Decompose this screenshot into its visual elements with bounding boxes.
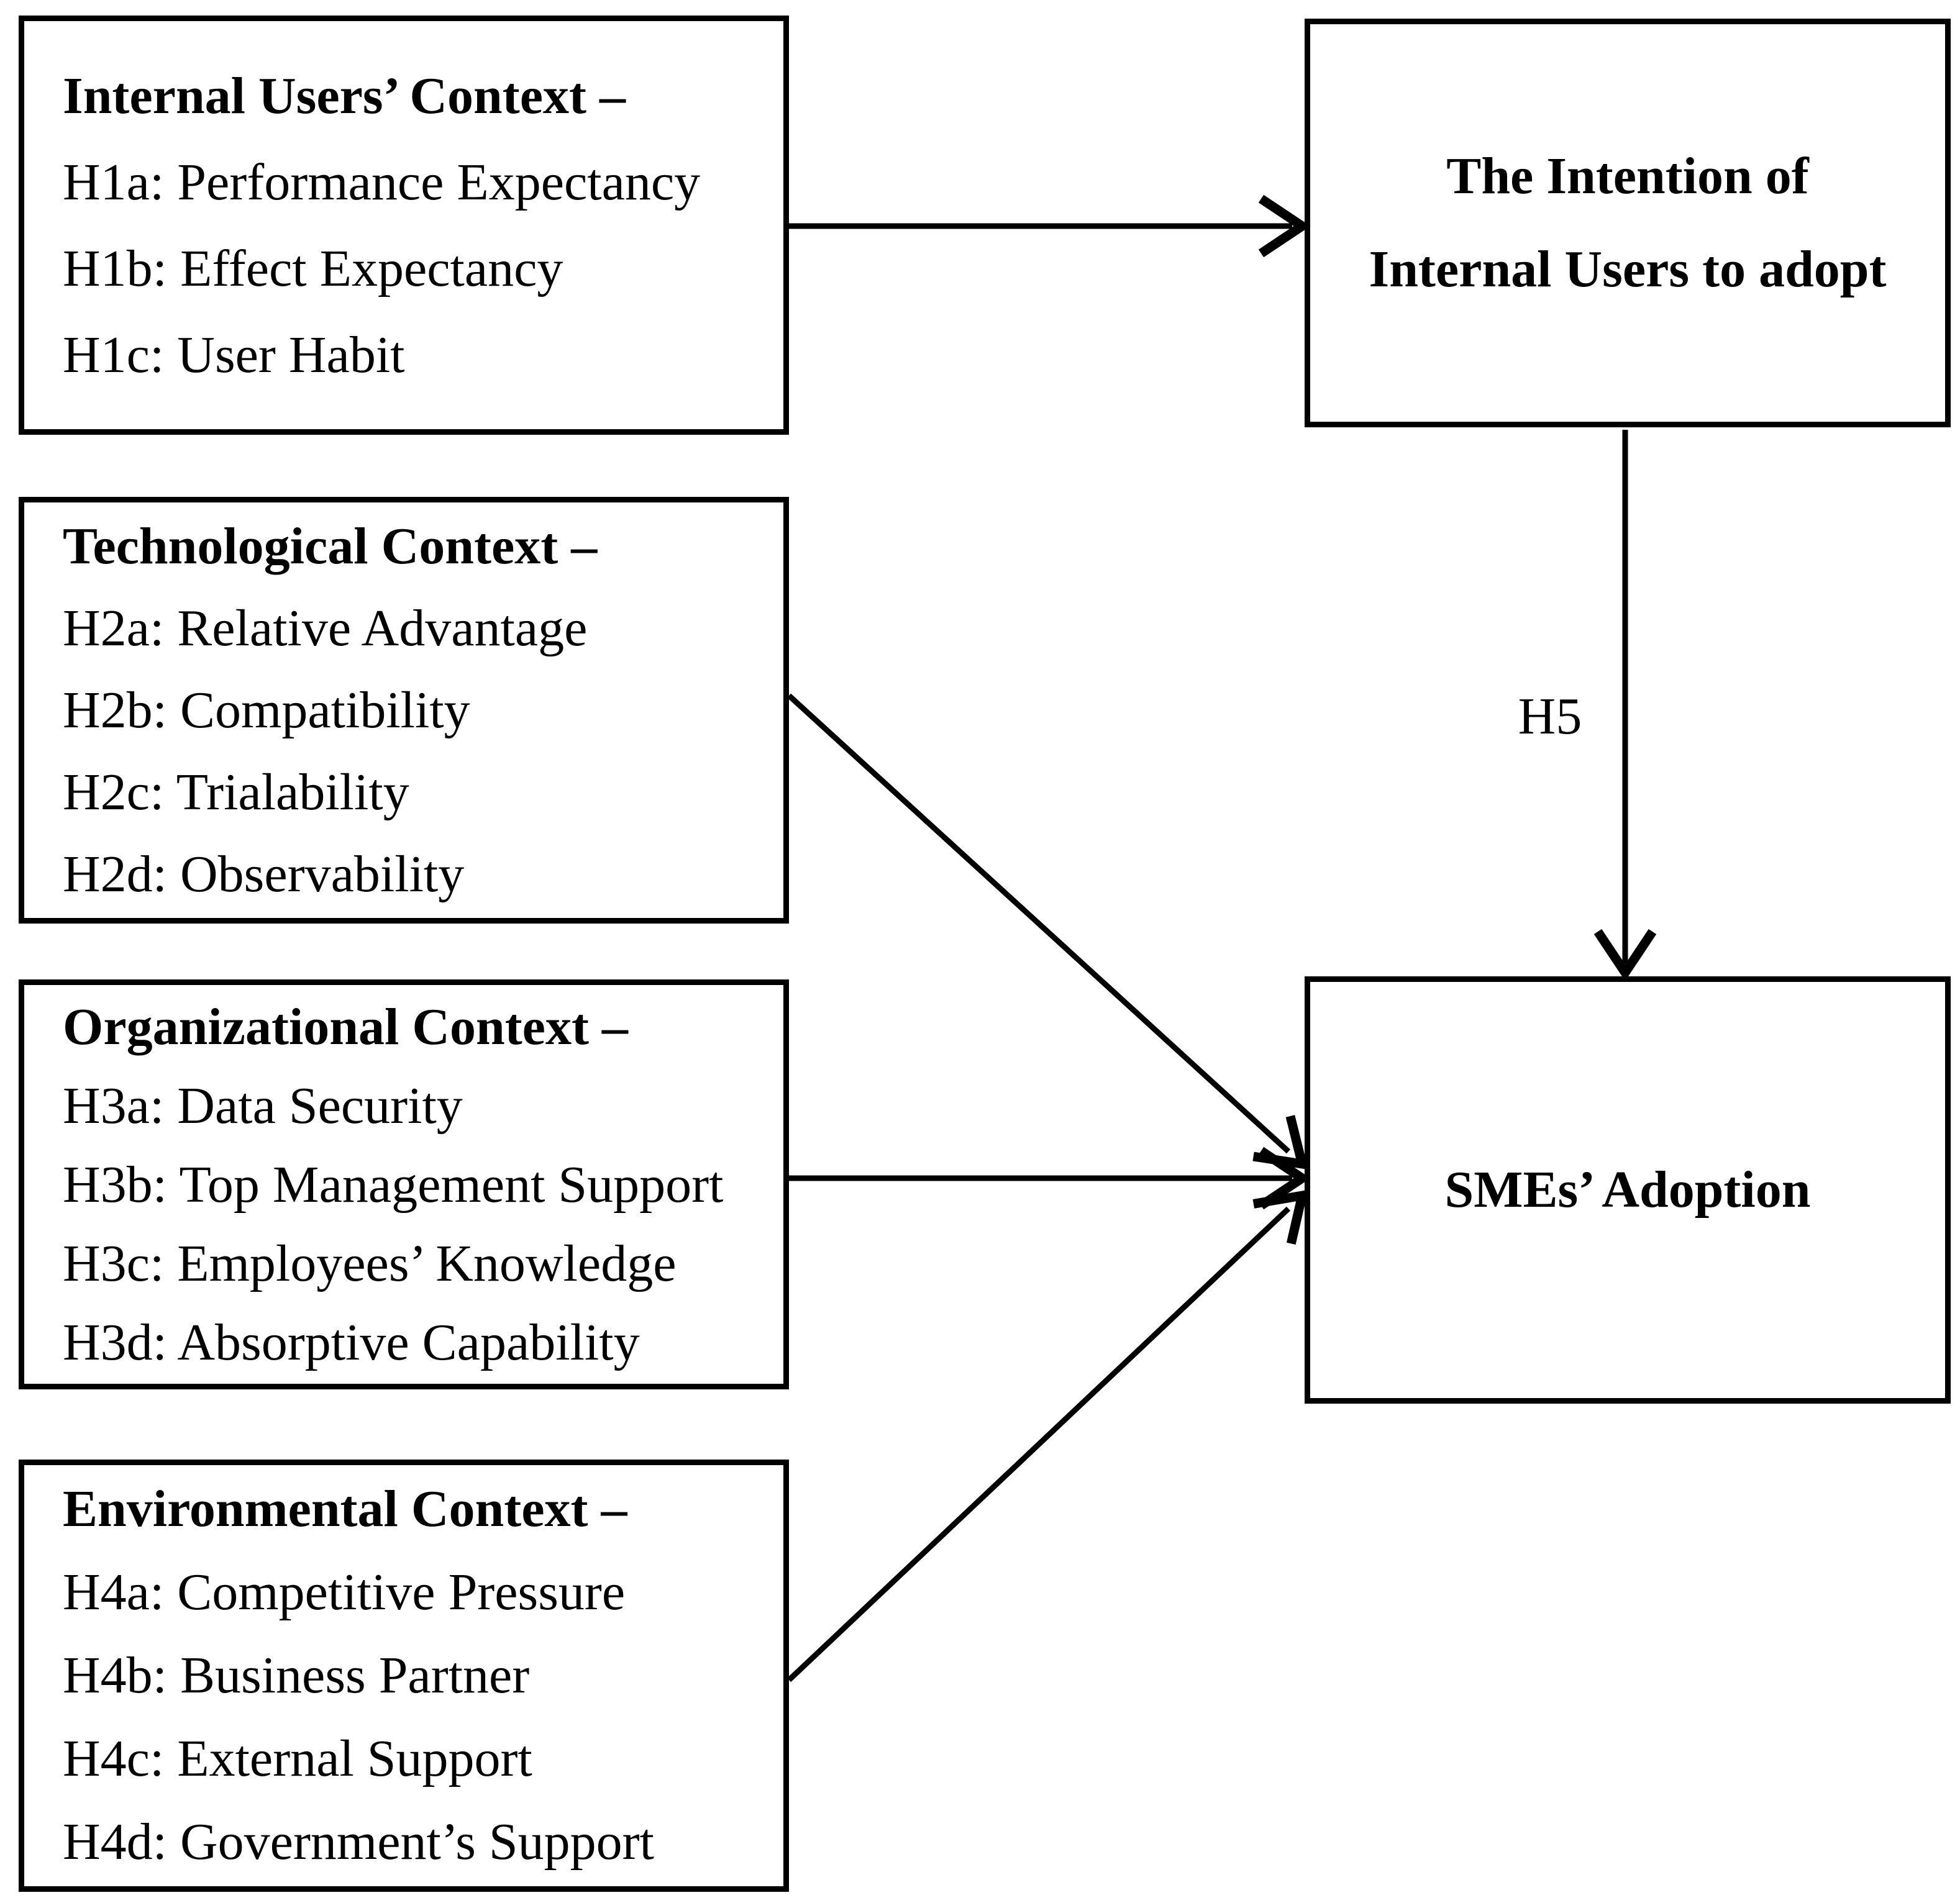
box-technological-context: Technological Context – H2a: Relative Ad… (19, 497, 789, 924)
smes-adoption-label: SMEs’ Adoption (1444, 1161, 1811, 1219)
box-heading: Environmental Context – (63, 1480, 627, 1538)
box-heading: Organizational Context – (63, 997, 628, 1056)
hypothesis-item-h1b: H1b: Effect Expectancy (63, 239, 563, 297)
hypothesis-item-h3a: H3a: Data Security (63, 1076, 463, 1135)
arrow-label-h5: H5 (1518, 688, 1582, 745)
arrow-technological-to-smes (786, 693, 1291, 1154)
hypothesis-item-h3d: H3d: Absorptive Capability (63, 1313, 640, 1371)
box-organizational-context: Organizational Context – H3a: Data Secur… (19, 979, 789, 1389)
intention-label-line1: The Intention of (1446, 147, 1809, 205)
hypothesis-item-h4b: H4b: Business Partner (63, 1646, 530, 1704)
box-smes-adoption: SMEs’ Adoption (1305, 976, 1951, 1404)
hypothesis-item-h1a: H1a: Performance Expectancy (63, 153, 701, 211)
arrow-environmental-to-smes (786, 1206, 1291, 1683)
box-internal-users-context: Internal Users’ Context – H1a: Performan… (19, 16, 789, 435)
hypothesis-item-h4d: H4d: Government’s Support (63, 1813, 654, 1871)
arrowhead-h5 (1593, 929, 1657, 981)
box-heading: Internal Users’ Context – (63, 66, 626, 125)
hypothesis-item-h4c: H4c: External Support (63, 1730, 532, 1787)
arrowhead-internal-to-intention (1258, 194, 1311, 258)
hypothesis-item-h1c: H1c: User Habit (63, 325, 405, 384)
hypothesis-item-h2a: H2a: Relative Advantage (63, 599, 588, 657)
hypothesis-item-h2b: H2b: Compatibility (63, 681, 470, 739)
hypothesis-item-h4a: H4a: Competitive Pressure (63, 1563, 626, 1621)
box-heading: Technological Context – (63, 517, 598, 575)
hypothesis-item-h3c: H3c: Employees’ Knowledge (63, 1234, 677, 1292)
intention-label-line2: Internal Users to adopt (1369, 240, 1887, 298)
box-environmental-context: Environmental Context – H4a: Competitive… (19, 1460, 789, 1892)
hypothesis-item-h2c: H2c: Trialability (63, 763, 409, 821)
box-intention-of-internal-users: The Intention of Internal Users to adopt (1305, 19, 1951, 427)
arrowhead-organizational (1258, 1147, 1311, 1210)
hypothesis-item-h3b: H3b: Top Management Support (63, 1155, 724, 1214)
hypothesis-item-h2d: H2d: Observability (63, 845, 465, 903)
